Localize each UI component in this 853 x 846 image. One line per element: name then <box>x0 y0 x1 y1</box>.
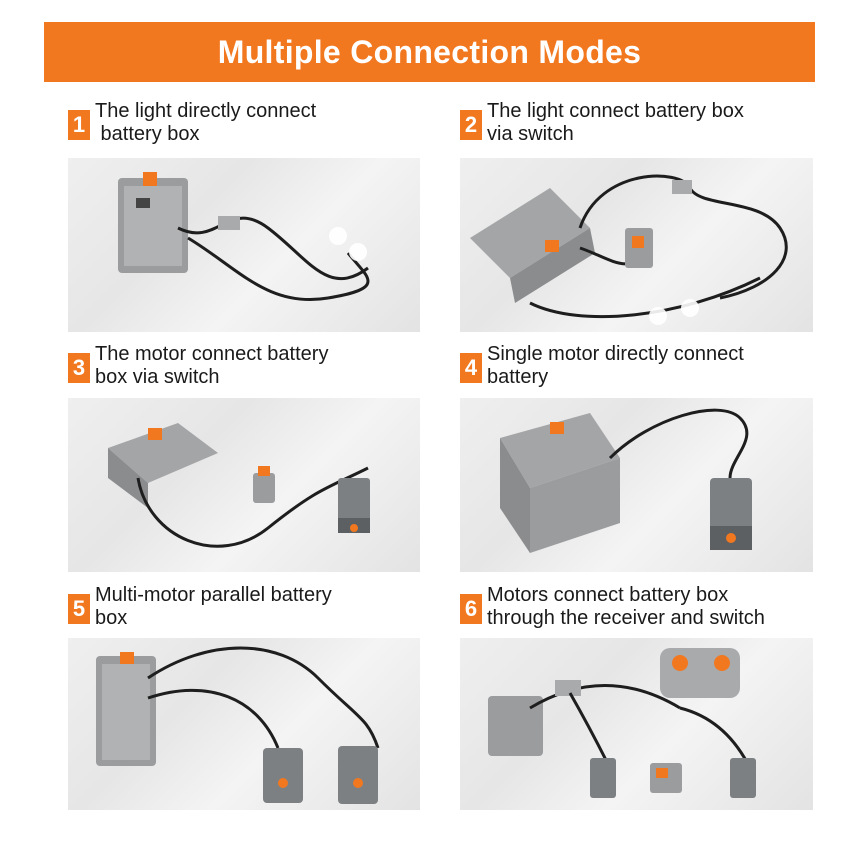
mode-4-photo <box>460 398 813 572</box>
mode-4-label: 4 Single motor directly connect battery <box>460 343 744 389</box>
mode-5-caption-line1: Multi-motor parallel battery <box>95 584 332 606</box>
mode-4-illustration <box>500 408 752 553</box>
mode-3-number: 3 <box>68 353 90 383</box>
mode-3-caption-line2: box via switch <box>95 366 220 388</box>
mode-1-photo <box>68 158 420 332</box>
mode-2-illustration <box>470 174 788 325</box>
mode-3-label: 3 The motor connect battery box via swit… <box>68 343 328 389</box>
mode-5-photo <box>68 638 420 810</box>
mode-5-label: 5 Multi-motor parallel battery box <box>68 584 332 630</box>
mode-5-number: 5 <box>68 594 90 624</box>
mode-4-caption-line2: battery <box>487 366 549 388</box>
mode-2-number: 2 <box>460 110 482 140</box>
mode-1-caption-line1: The light directly connect <box>95 100 317 122</box>
mode-5-illustration <box>96 646 380 804</box>
mode-4-number: 4 <box>460 353 482 383</box>
mode-1-number: 1 <box>68 110 90 140</box>
mode-3-illustration <box>108 423 370 548</box>
mode-3-photo <box>68 398 420 572</box>
mode-2-label: 2 The light connect battery box via swit… <box>460 100 744 146</box>
mode-6-illustration <box>488 648 756 798</box>
mode-4-caption-line1: Single motor directly connect <box>487 343 744 365</box>
mode-2-caption-line2: via switch <box>487 123 574 145</box>
mode-1-illustration <box>118 172 370 301</box>
mode-6-photo <box>460 638 813 810</box>
mode-5-caption-line2: box <box>95 607 128 629</box>
mode-2-photo <box>460 158 813 332</box>
mode-1-caption-line2: battery box <box>95 123 200 145</box>
mode-2-caption-line1: The light connect battery box <box>487 100 744 122</box>
banner-title: Multiple Connection Modes <box>44 22 815 82</box>
mode-1-label: 1 The light directly connect battery box <box>68 100 316 146</box>
mode-6-caption-line2: through the receiver and switch <box>487 607 765 629</box>
mode-6-number: 6 <box>460 594 482 624</box>
mode-6-caption-line1: Motors connect battery box <box>487 584 729 606</box>
mode-6-label: 6 Motors connect battery box through the… <box>460 584 765 630</box>
mode-3-caption-line1: The motor connect battery <box>95 343 329 365</box>
